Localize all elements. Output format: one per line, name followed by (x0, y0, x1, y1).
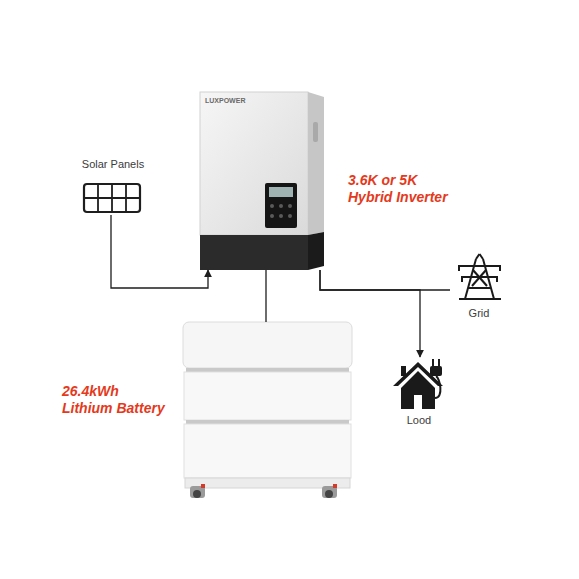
inverter-picture-part (269, 187, 293, 197)
inverter-picture (200, 92, 324, 270)
house-plug-icon-part (401, 366, 406, 376)
load-node: Lood (388, 357, 452, 429)
solar-panel-icon-part (84, 184, 140, 212)
inverter-picture-part (279, 214, 283, 218)
inverter-picture-part (270, 204, 274, 208)
grid-node: Grid (450, 252, 510, 322)
house-plug-icon-part (430, 366, 442, 376)
battery-picture (183, 322, 352, 498)
pylon-icon-part (458, 266, 460, 271)
house-plug-icon-part (435, 376, 440, 398)
inverter-picture-part (265, 183, 297, 228)
pylon-icon (458, 254, 501, 299)
pylon-icon-part (459, 298, 501, 300)
battery-picture-part (184, 372, 351, 420)
inverter-picture-part (279, 204, 283, 208)
house-plug-icon-part (401, 371, 435, 409)
battery-picture-part (186, 368, 349, 372)
house-plug-icon-part (414, 395, 422, 409)
battery-picture-part (183, 322, 352, 368)
solar-panel-icon (84, 184, 140, 212)
battery-picture-part (193, 490, 201, 498)
house-plug-icon-part (438, 359, 440, 366)
inverter-picture-part (200, 92, 308, 235)
inverter-picture-part (313, 122, 318, 142)
house-plug-icon (393, 359, 443, 409)
power-connector (320, 270, 420, 357)
inverter-node: 3.6K or 5K Hybrid Inverter (200, 90, 465, 270)
component-label: Lood (388, 414, 450, 427)
pylon-icon-part (480, 254, 484, 259)
inverter-picture-part (288, 214, 292, 218)
component-label: 26.4kWh Lithium Battery (62, 383, 169, 417)
battery-picture-part (186, 420, 349, 424)
pylon-icon-part (496, 277, 498, 282)
inverter-picture-part (270, 214, 274, 218)
battery-node: 26.4kWh Lithium Battery (60, 322, 352, 502)
inverter-picture-part (308, 232, 324, 270)
component-label: Solar Panels (70, 158, 156, 171)
house-plug-icon-part (432, 359, 434, 366)
inverter-picture-part (288, 204, 292, 208)
solar-panel-icon-part (84, 197, 140, 199)
brand-logo: LUXPOWER (205, 97, 245, 105)
pylon-icon-part (472, 270, 486, 286)
power-connector (111, 215, 208, 288)
pylon-icon-part (499, 266, 501, 271)
pylon-icon-part (468, 287, 491, 289)
battery-picture-part (333, 484, 337, 488)
inverter-picture-part (308, 92, 324, 235)
component-label: Grid (450, 307, 508, 320)
inverter-picture-part (200, 235, 308, 270)
pylon-icon-part (461, 277, 463, 282)
battery-picture-part (184, 424, 351, 478)
pylon-icon-part (458, 265, 501, 267)
solar-panels-node: Solar Panels (70, 158, 158, 215)
battery-picture-part (325, 490, 333, 498)
power-connector (265, 270, 266, 322)
power-connector (320, 270, 450, 290)
component-label: 3.6K or 5K Hybrid Inverter (348, 172, 456, 206)
pylon-icon-part (473, 270, 487, 286)
battery-picture-part (201, 484, 205, 488)
